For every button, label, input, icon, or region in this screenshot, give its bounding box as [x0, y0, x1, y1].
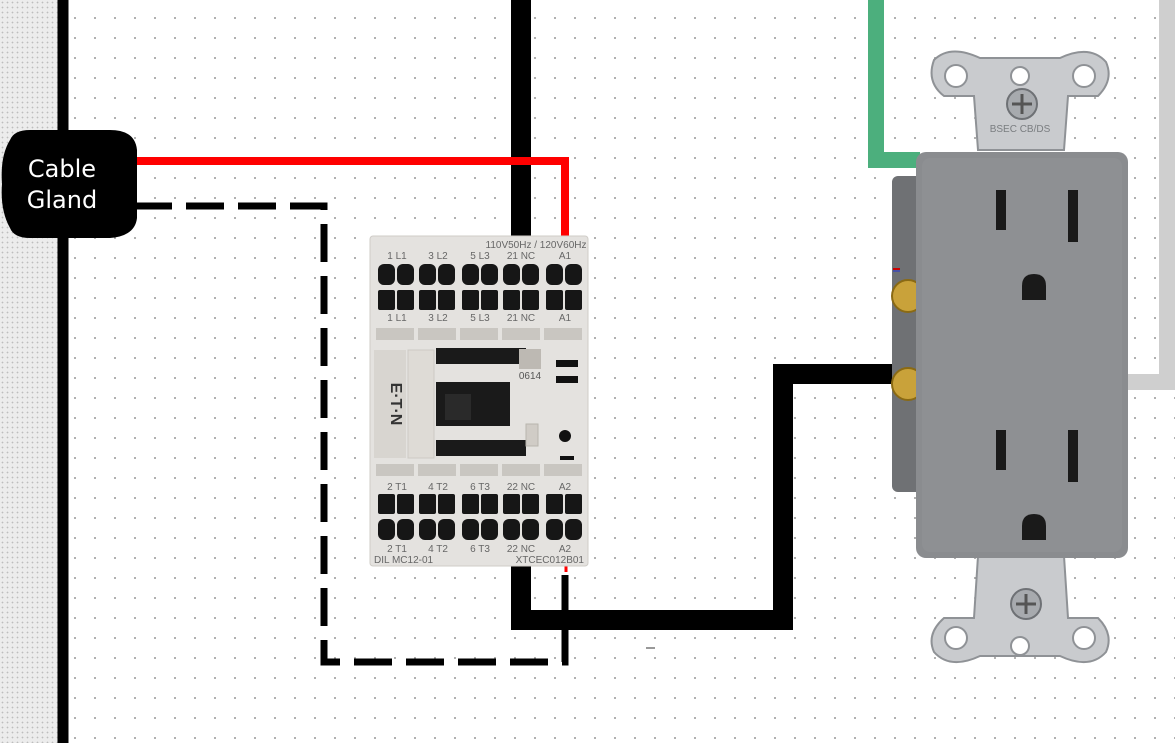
lower-outlet [996, 430, 1078, 540]
contactor: 110V50Hz / 120V60Hz 1 L1 3 L2 5 L3 21 NC… [369, 235, 589, 567]
top-terminals-row1 [378, 264, 582, 285]
bottom-inner-label-2: 4 T2 [428, 482, 448, 493]
cable-gland-label-line1: Cable [28, 155, 96, 183]
top-terminal-label-1: 1 L1 [387, 251, 407, 262]
top-inner-label-1: 1 L1 [387, 313, 407, 324]
duplex-receptacle: BSEC CB/DS [891, 50, 1128, 663]
bottom-inner-label-1: 2 T1 [387, 482, 407, 493]
qr-code [519, 349, 541, 369]
ground-wire [868, 0, 920, 168]
bottom-terminal-label-2: 4 T2 [428, 544, 448, 555]
hot-wire-red [130, 157, 569, 240]
contactor-model: DIL MC12-01 [374, 555, 434, 566]
load-wire-black [511, 364, 905, 630]
cable-gland: Cable Gland [1, 130, 137, 238]
bottom-terminal-label-4: 22 NC [507, 544, 535, 555]
top-mounting-strap: BSEC CB/DS [930, 50, 1110, 151]
contactor-code: 0614 [519, 371, 542, 382]
bottom-inner-label-5: A2 [559, 482, 572, 493]
contactor-rating: 110V50Hz / 120V60Hz [486, 240, 587, 251]
bottom-terminal-label-3: 6 T3 [470, 544, 490, 555]
brand-panel [374, 350, 406, 458]
top-terminal-label-4: 21 NC [507, 251, 535, 262]
top-terminal-label-2: 3 L2 [428, 251, 448, 262]
top-inner-label-3: 5 L3 [470, 313, 490, 324]
bottom-terminal-label-1: 2 T1 [387, 544, 407, 555]
enclosure-wall [0, 0, 62, 743]
top-inner-label-4: 21 NC [507, 313, 535, 324]
top-terminal-label-3: 5 L3 [470, 251, 490, 262]
bottom-terminal-windows [376, 464, 582, 476]
bottom-inner-label-3: 6 T3 [470, 482, 490, 493]
bottom-inner-label-4: 22 NC [507, 482, 535, 493]
top-terminals-row2 [378, 290, 582, 310]
contactor-part-number: XTCEC012B01 [516, 555, 585, 566]
top-inner-label-2: 3 L2 [428, 313, 448, 324]
bottom-terminals-row2 [378, 519, 582, 540]
top-inner-label-5: A1 [559, 313, 572, 324]
gray-wire [1128, 0, 1175, 390]
upper-outlet [996, 190, 1078, 300]
bottom-mounting-strap [930, 555, 1110, 663]
strap-text: BSEC CB/DS [990, 124, 1051, 135]
cable-gland-label-line2: Gland [27, 186, 97, 214]
bottom-terminals-row1 [378, 494, 582, 514]
bottom-terminal-label-5: A2 [559, 544, 572, 555]
top-terminal-label-5: A1 [559, 251, 572, 262]
top-terminal-windows [376, 328, 582, 340]
brand-logo: E·T·N [387, 383, 404, 426]
actuator-window [436, 348, 526, 456]
